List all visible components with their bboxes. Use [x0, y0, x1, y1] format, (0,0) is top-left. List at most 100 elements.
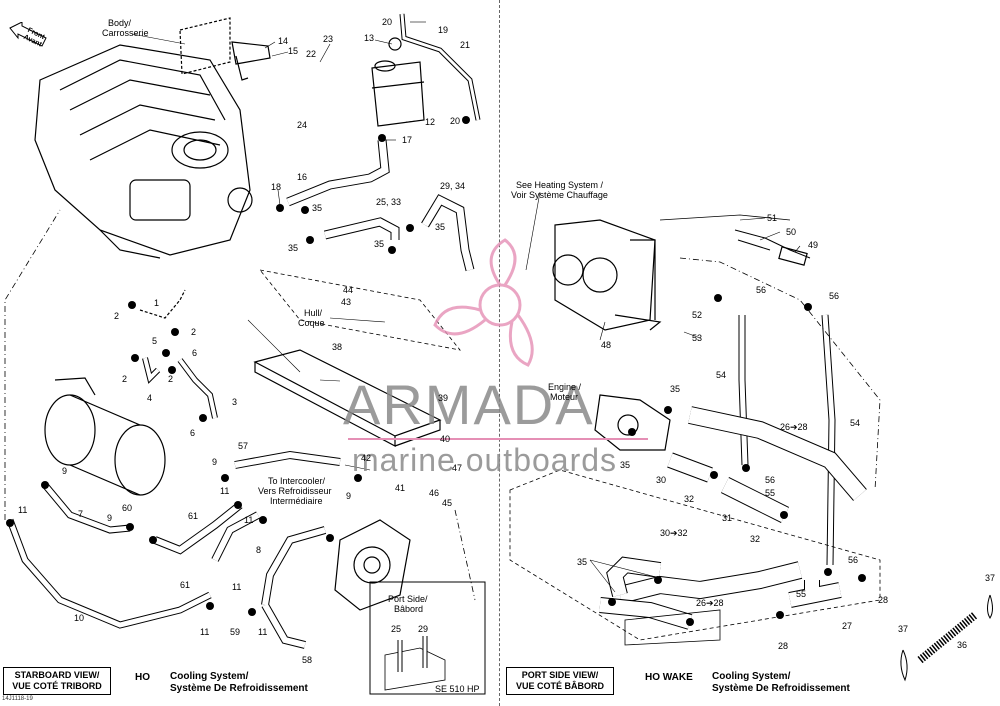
part-label-35e: 35: [670, 384, 681, 394]
caption-hull: Hull/: [304, 308, 323, 318]
part-label-9a: 9: [62, 466, 68, 476]
part-label-32b: 32: [750, 534, 761, 544]
watermark-brand: ARMADA: [343, 373, 595, 436]
right-view-line1: PORT SIDE VIEW/: [521, 670, 599, 680]
caption-engine-fr: Moteur: [550, 392, 579, 402]
part-label-56b: 56: [829, 291, 840, 301]
caption-heating-2: Voir Système Chauffage: [511, 190, 608, 200]
part-label-26-28a: 26➔28: [780, 422, 808, 432]
part-label-56c: 56: [765, 475, 776, 485]
part-label-45: 45: [442, 498, 453, 508]
part-label-47: 47: [452, 463, 463, 473]
left-view-title-box: STARBOARD VIEW/ VUE COTÉ TRIBORD: [3, 667, 111, 695]
part-label-50: 50: [786, 227, 797, 237]
part-label-43: 43: [341, 297, 352, 307]
part-label-9b: 9: [212, 457, 218, 467]
part-label-2d: 2: [168, 374, 174, 384]
part-label-31: 31: [722, 513, 733, 523]
part-label-35a: 35: [312, 203, 323, 213]
part-label-6: 6: [192, 348, 198, 358]
part-label-39: 39: [438, 393, 449, 403]
part-label-35d: 35: [374, 239, 385, 249]
part-label-11f: 11: [258, 627, 268, 637]
intercooler: [44, 377, 166, 496]
part-label-54a: 54: [716, 370, 727, 380]
part-label-35g: 35: [577, 557, 588, 567]
part-label-16: 16: [297, 172, 308, 182]
part-label-40: 40: [440, 434, 451, 444]
part-label-20b: 20: [450, 116, 461, 126]
part-label-55b: 55: [796, 589, 807, 599]
part-label-28b: 28: [778, 641, 789, 651]
part-label-61a: 61: [188, 511, 199, 521]
part-label-53: 53: [692, 333, 703, 343]
part-label-29-34: 29, 34: [440, 181, 466, 191]
right-view-title-box: PORT SIDE VIEW/ VUE COTÉ BÂBORD: [506, 667, 614, 695]
pump-housing: [334, 519, 411, 611]
part-label-8: 8: [256, 545, 262, 555]
caption-se-model: SE 510 HP: [435, 684, 480, 694]
part-label-15: 15: [288, 46, 299, 56]
part-label-56a: 56: [756, 285, 767, 295]
left-system-line2: Système De Refroidissement: [170, 683, 308, 694]
part-label-57: 57: [238, 441, 249, 451]
part-label-61b: 61: [180, 580, 191, 590]
part-label-51: 51: [767, 213, 778, 223]
part-label-49: 49: [808, 240, 819, 250]
engine-illustration: [34, 44, 253, 259]
caption-port-side: Port Side/: [388, 594, 428, 604]
watermark-tagline: marine outboards: [352, 442, 618, 478]
left-system-line1: Cooling System/: [170, 671, 249, 682]
part-label-59: 59: [230, 627, 241, 637]
part-label-11e: 11: [200, 627, 210, 637]
part-label-17: 17: [402, 135, 413, 145]
part-label-30-32: 30➔32: [660, 528, 688, 538]
part-label-35f: 35: [620, 460, 631, 470]
part-label-2c: 2: [122, 374, 128, 384]
part-label-2b: 2: [191, 327, 197, 337]
arrow-icon: [9, 22, 47, 47]
right-system-line1: Cooling System/: [712, 671, 791, 682]
drawing-number: 14J1118-19: [2, 696, 33, 702]
left-model: HO: [135, 672, 150, 683]
part-label-56d: 56: [848, 555, 859, 565]
watermark-underline: [348, 438, 648, 440]
caption-intercooler-1: To Intercooler/: [268, 476, 326, 486]
part-label-42: 42: [361, 453, 372, 463]
part-label-22: 22: [306, 49, 317, 59]
part-label-21: 21: [460, 40, 471, 50]
part-label-9d: 9: [107, 513, 113, 523]
part-label-18: 18: [271, 182, 282, 192]
caption-heating-1: See Heating System /: [516, 180, 604, 190]
caption-hull-fr: Coque: [298, 318, 325, 328]
part-label-19: 19: [438, 25, 449, 35]
left-view-line2: VUE COTÉ TRIBORD: [12, 681, 102, 691]
part-label-35c: 35: [288, 243, 299, 253]
right-model: HO WAKE: [645, 672, 693, 683]
part-label-14: 14: [278, 36, 289, 46]
part-label-12: 12: [425, 117, 436, 127]
part-label-55a: 55: [765, 488, 776, 498]
part-label-11a: 11: [18, 505, 28, 515]
part-label-6b: 6: [190, 428, 196, 438]
part-label-13: 13: [364, 33, 375, 43]
part-label-35b: 35: [435, 222, 446, 232]
caption-intercooler-3: Intermédiaire: [270, 496, 323, 506]
part-label-46: 46: [429, 488, 440, 498]
part-label-7: 7: [78, 509, 84, 519]
part-label-28a: 28: [878, 595, 889, 605]
part-label-26-28b: 26➔28: [696, 598, 724, 608]
left-view-line1: STARBOARD VIEW/: [14, 670, 100, 680]
caption-body: Body/: [108, 18, 132, 28]
part-label-58: 58: [302, 655, 313, 665]
part-label-60: 60: [122, 503, 133, 513]
right-system-line2: Système De Refroidissement: [712, 683, 850, 694]
part-label-52: 52: [692, 310, 703, 320]
part-label-5: 5: [152, 336, 158, 346]
caption-intercooler-2: Vers Refroidisseur: [258, 486, 332, 496]
part-label-1: 1: [154, 298, 160, 308]
part-label-11d: 11: [232, 582, 242, 592]
part-label-25-33: 25, 33: [376, 197, 402, 207]
part-label-4: 4: [147, 393, 153, 403]
